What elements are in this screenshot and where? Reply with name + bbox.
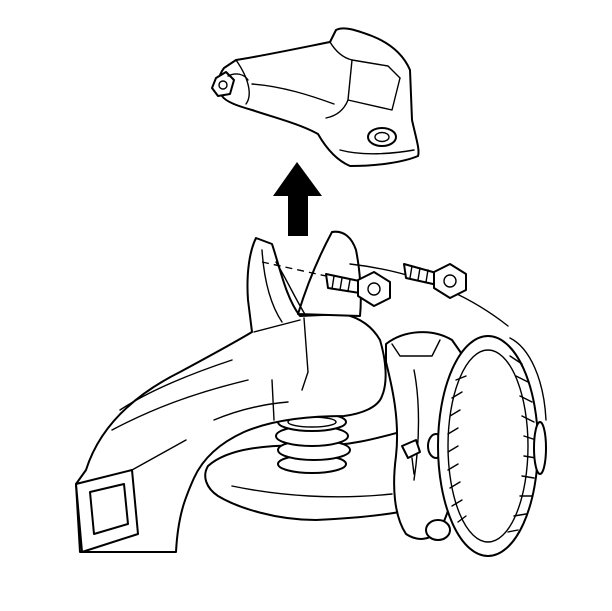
mounting-bolt-icon	[325, 271, 391, 307]
upper-control-arm-icon	[211, 27, 420, 167]
frame-rail-icon	[75, 230, 509, 553]
removal-arrow-icon	[273, 162, 322, 236]
coil-spring-icon	[275, 412, 351, 474]
mounting-bolt-icon	[403, 263, 467, 299]
abs-tone-ring-icon	[437, 335, 547, 557]
